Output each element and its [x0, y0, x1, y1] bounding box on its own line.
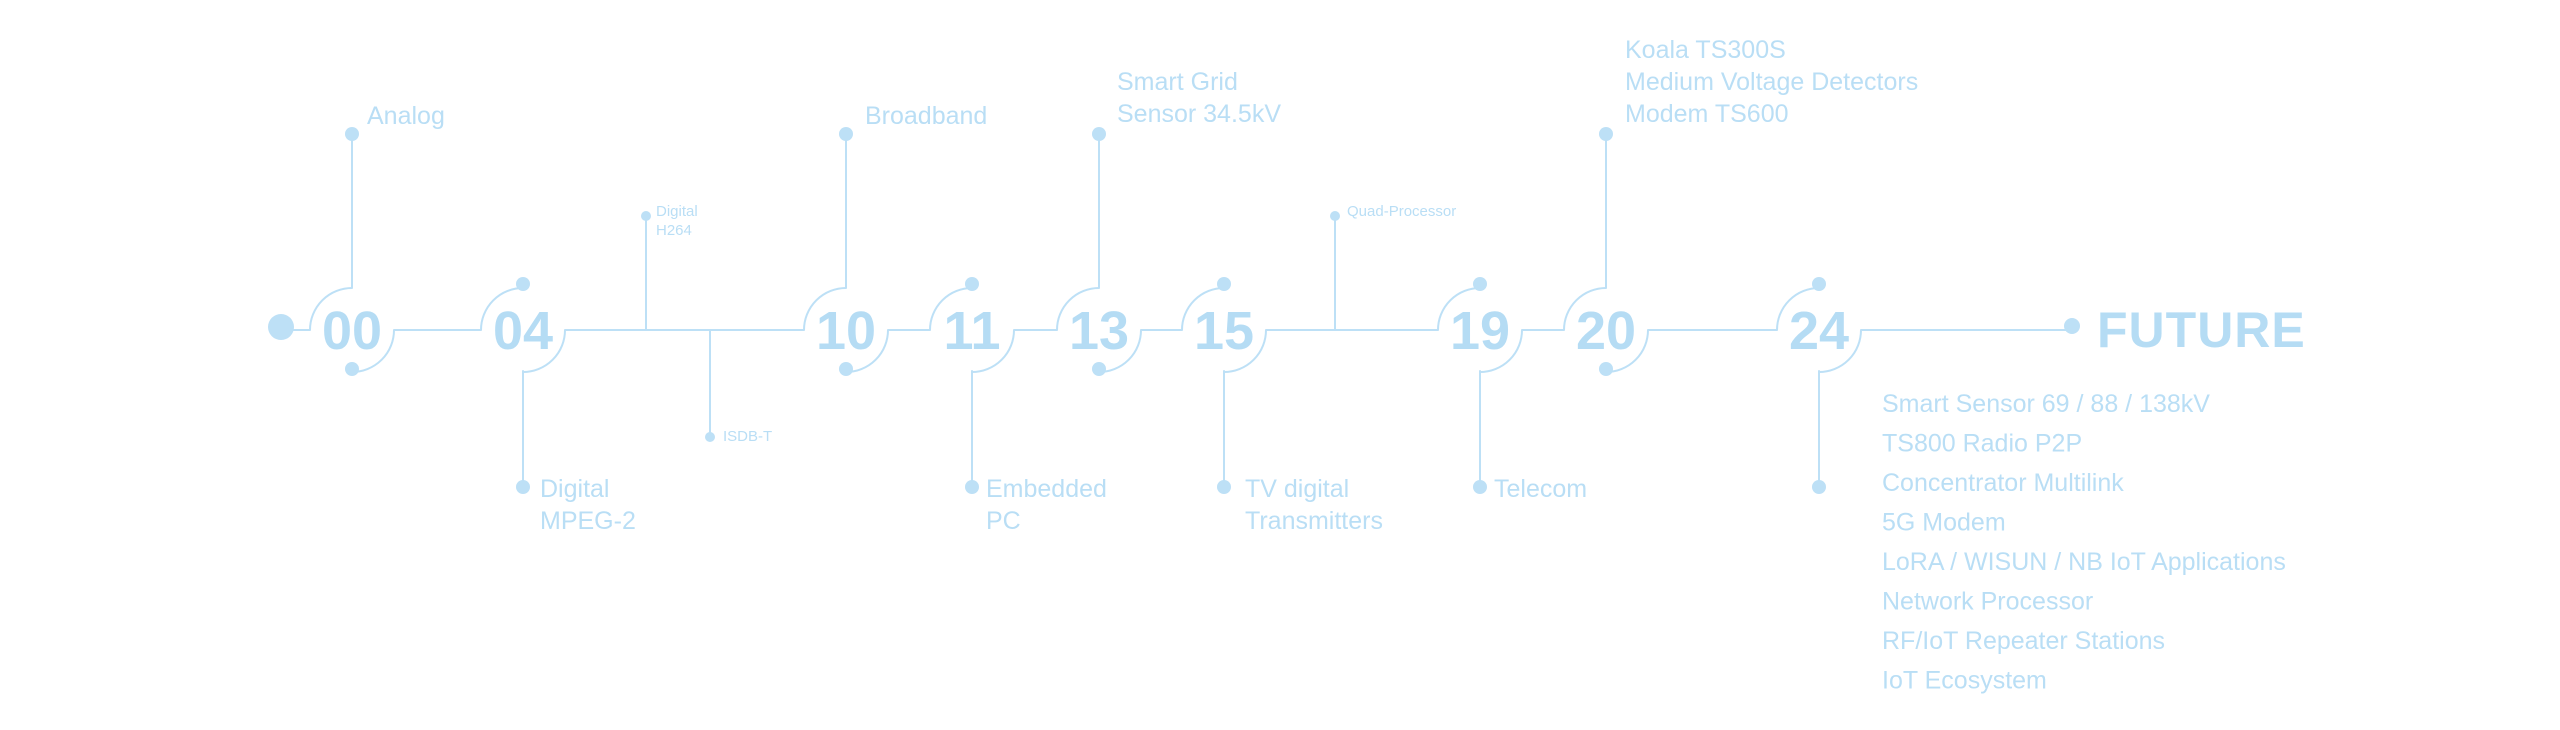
year-04: 04	[493, 301, 553, 361]
node-arc-right	[1223, 329, 1267, 373]
node-arc-left	[1563, 287, 1607, 331]
node-arc-left	[929, 287, 973, 331]
label-future-items-line: Network Processor	[1882, 588, 2093, 616]
koala-dot	[1599, 127, 1613, 141]
label-embedded-pc-line: PC	[986, 507, 1021, 535]
future-items-dot	[1812, 480, 1826, 494]
year-15: 15	[1194, 301, 1254, 361]
arc-end-dot	[1812, 277, 1826, 291]
label-koala-line: Medium Voltage Detectors	[1625, 68, 1918, 96]
label-digital-mpeg2-line: MPEG-2	[540, 507, 636, 535]
h264-dot	[641, 211, 651, 221]
node-arc-right	[351, 329, 395, 373]
label-quad-processor: Quad-Processor	[1347, 203, 1456, 220]
analog-dot	[345, 127, 359, 141]
label-tv-digital-line: Transmitters	[1245, 507, 1383, 535]
node-arc-left	[1776, 287, 1820, 331]
year-10: 10	[816, 301, 876, 361]
year-19: 19	[1450, 301, 1510, 361]
year-24: 24	[1789, 301, 1849, 361]
label-telecom: Telecom	[1494, 475, 1587, 503]
node-arc-left	[1056, 287, 1100, 331]
arc-end-dot	[1092, 362, 1106, 376]
label-future-items-line: LoRA / WISUN / NB IoT Applications	[1882, 548, 2286, 576]
isdbt-dot	[705, 432, 715, 442]
node-arc-left	[803, 287, 847, 331]
node-arc-right	[1605, 329, 1649, 373]
label-koala-line: Modem TS600	[1625, 100, 1789, 128]
node-arc-right	[522, 329, 566, 373]
label-future-items-line: Concentrator Multilink	[1882, 469, 2124, 497]
smartgrid-dot	[1092, 127, 1106, 141]
arc-end-dot	[345, 362, 359, 376]
node-arc-right	[845, 329, 889, 373]
arc-end-dot	[1473, 277, 1487, 291]
label-digital-h264-line: H264	[656, 222, 692, 239]
label-broadband: Broadband	[865, 102, 987, 130]
mpeg2-dot	[516, 480, 530, 494]
node-arc-left	[1437, 287, 1481, 331]
label-koala-line: Koala TS300S	[1625, 36, 1786, 64]
node-arc-right	[1818, 329, 1862, 373]
node-arc-right	[971, 329, 1015, 373]
label-future-items-line: IoT Ecosystem	[1882, 667, 2047, 695]
tvdigital-dot	[1217, 480, 1231, 494]
label-analog: Analog	[367, 102, 445, 130]
node-arc-right	[1098, 329, 1142, 373]
timeline-end-dot	[2064, 318, 2080, 334]
label-future-items-line: TS800 Radio P2P	[1882, 430, 2082, 458]
telecom-dot	[1473, 480, 1487, 494]
year-00: 00	[322, 301, 382, 361]
future-label: FUTURE	[2097, 302, 2306, 358]
arc-end-dot	[965, 277, 979, 291]
label-smart-grid-line: Sensor 34.5kV	[1117, 100, 1281, 128]
label-analog-line: Analog	[367, 102, 445, 130]
label-isdb-t: ISDB-T	[723, 428, 772, 445]
year-20: 20	[1576, 301, 1636, 361]
node-arc-left	[309, 287, 353, 331]
arc-end-dot	[516, 277, 530, 291]
arc-end-dot	[1599, 362, 1613, 376]
label-quad-processor-line: Quad-Processor	[1347, 203, 1456, 220]
label-embedded-pc-line: Embedded	[986, 475, 1107, 503]
arc-end-dot	[839, 362, 853, 376]
year-13: 13	[1069, 301, 1129, 361]
label-tv-digital-line: TV digital	[1245, 475, 1349, 503]
embedded-dot	[965, 480, 979, 494]
label-digital-h264-line: Digital	[656, 203, 698, 220]
label-future-items-line: 5G Modem	[1882, 509, 2006, 537]
label-future-items: Smart Sensor 69 / 88 / 138kV TS800 Radio …	[1882, 390, 2286, 695]
broadband-dot	[839, 127, 853, 141]
year-11: 11	[943, 301, 1000, 361]
timeline-start-dot	[268, 314, 294, 340]
label-future-items-line: Smart Sensor 69 / 88 / 138kV	[1882, 390, 2210, 418]
node-arc-right	[1479, 329, 1523, 373]
arc-end-dot	[1217, 277, 1231, 291]
node-arc-left	[1181, 287, 1225, 331]
label-future-items-line: RF/IoT Repeater Stations	[1882, 627, 2165, 655]
quad-dot	[1330, 211, 1340, 221]
label-digital-mpeg2-line: Digital	[540, 475, 609, 503]
node-arc-left	[480, 287, 524, 331]
label-telecom-line: Telecom	[1494, 475, 1587, 503]
label-smart-grid-line: Smart Grid	[1117, 68, 1238, 96]
label-broadband-line: Broadband	[865, 102, 987, 130]
label-isdb-t-line: ISDB-T	[723, 428, 772, 445]
